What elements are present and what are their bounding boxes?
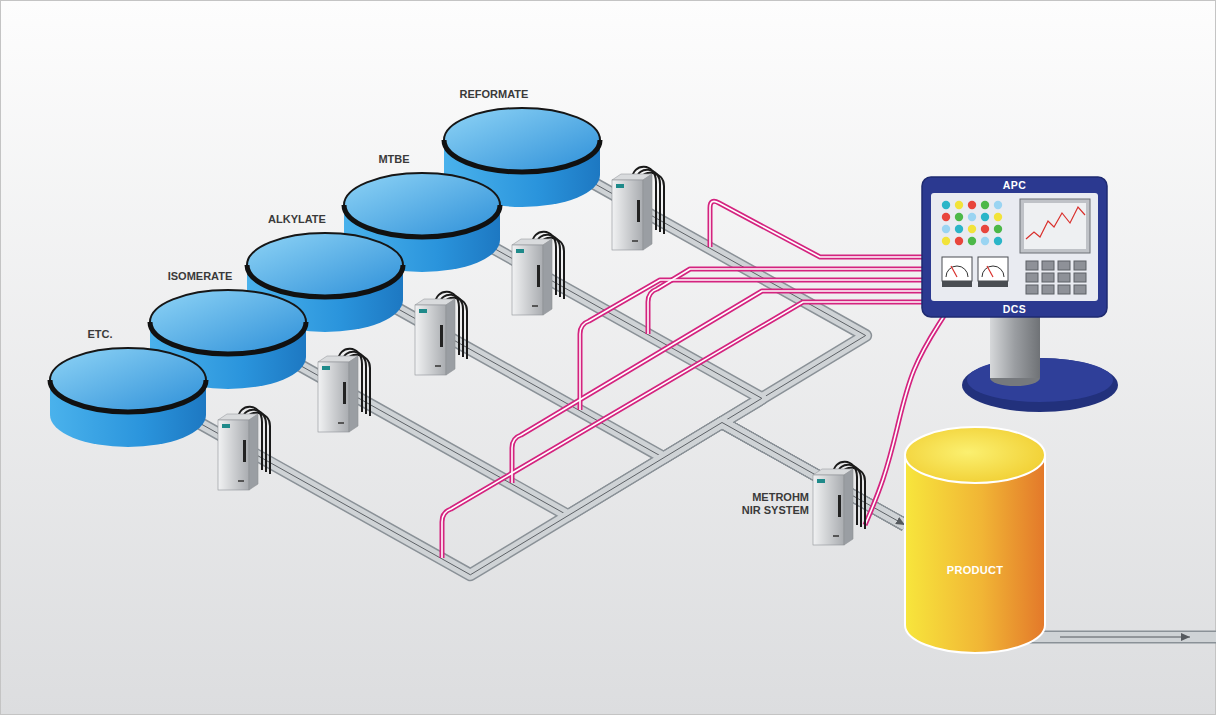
status-light [942,237,950,245]
product-body [905,455,1045,653]
key [1042,273,1054,282]
tank-top [444,108,600,172]
tank-label: ALKYLATE [243,211,351,227]
status-light [981,237,989,245]
monitor-shape [922,177,1107,317]
pipe-body [194,420,905,575]
status-light [955,225,963,233]
monitor-node: APC DCS [922,177,1107,317]
analyzer-label: METROHM NIR SYSTEM [735,491,809,517]
status-light [942,213,950,221]
tank-top [344,173,500,237]
nir-analyzer-symbol [813,462,865,545]
gauge [942,257,972,287]
key [1026,285,1038,294]
nir-analyzer [218,407,270,490]
status-light [942,225,950,233]
nir-analyzer [811,455,867,550]
product-tank [900,420,1050,656]
status-light [994,237,1002,245]
pipe-outlines [194,180,905,575]
tank-top [247,233,403,297]
pipe-connector [194,420,905,575]
status-light [994,201,1002,209]
trend-chart-frame [1020,199,1090,253]
flow-line [194,420,905,575]
key [1074,273,1086,282]
trend-line [1026,207,1085,239]
key [1058,261,1070,270]
tank-rim [50,380,206,412]
key [1058,273,1070,282]
tank-top [50,348,206,412]
analyzer-node: METROHM NIR SYSTEM [735,455,867,550]
keypad [1026,261,1086,294]
tank-label: REFORMATE [440,86,548,102]
tank-label: MTBE [340,151,448,167]
tank-rim [150,322,306,354]
product-node: PRODUCT [900,420,1050,656]
key [1042,261,1054,270]
status-lights [942,201,1002,245]
pipe-outline [194,420,905,575]
monitor-screen [931,193,1098,301]
nir-analyzer [318,349,370,432]
gauge [978,257,1008,287]
nir-analyzer [512,232,564,315]
key [1026,273,1038,282]
status-light [955,237,963,245]
signal-wires-core [442,201,930,558]
tank-label: ISOMERATE [146,268,254,284]
status-light [981,201,989,209]
tank-shape [46,346,210,456]
status-light [981,213,989,221]
key [1074,261,1086,270]
key [1074,285,1086,294]
key [1058,285,1070,294]
product-top [905,427,1045,483]
monitor-label: APC [922,177,1107,193]
monitor-stand [962,305,1118,412]
nir-analyzer [415,292,467,375]
trend-chart [1024,203,1086,249]
status-light [981,225,989,233]
tank-rim [247,265,403,297]
status-light [994,225,1002,233]
status-light [955,201,963,209]
key [1042,285,1054,294]
status-light [994,213,1002,221]
nir-analyzer [612,167,664,250]
connectors [194,180,944,575]
signal-wires [442,201,930,558]
tank-label: ETC. [46,326,154,342]
tank-node: ETC. [46,326,210,456]
status-light [968,201,976,209]
key [1026,261,1038,270]
status-light [968,225,976,233]
product-label: PRODUCT [900,563,1050,577]
tank-rim [444,140,600,172]
status-light [968,213,976,221]
tank-top [150,290,306,354]
outlet-pipe [1020,637,1216,638]
monitor-label: DCS [922,301,1107,317]
monitor-frame [922,177,1107,317]
tank-rim [344,205,500,237]
status-light [968,237,976,245]
status-light [942,201,950,209]
status-light [955,213,963,221]
